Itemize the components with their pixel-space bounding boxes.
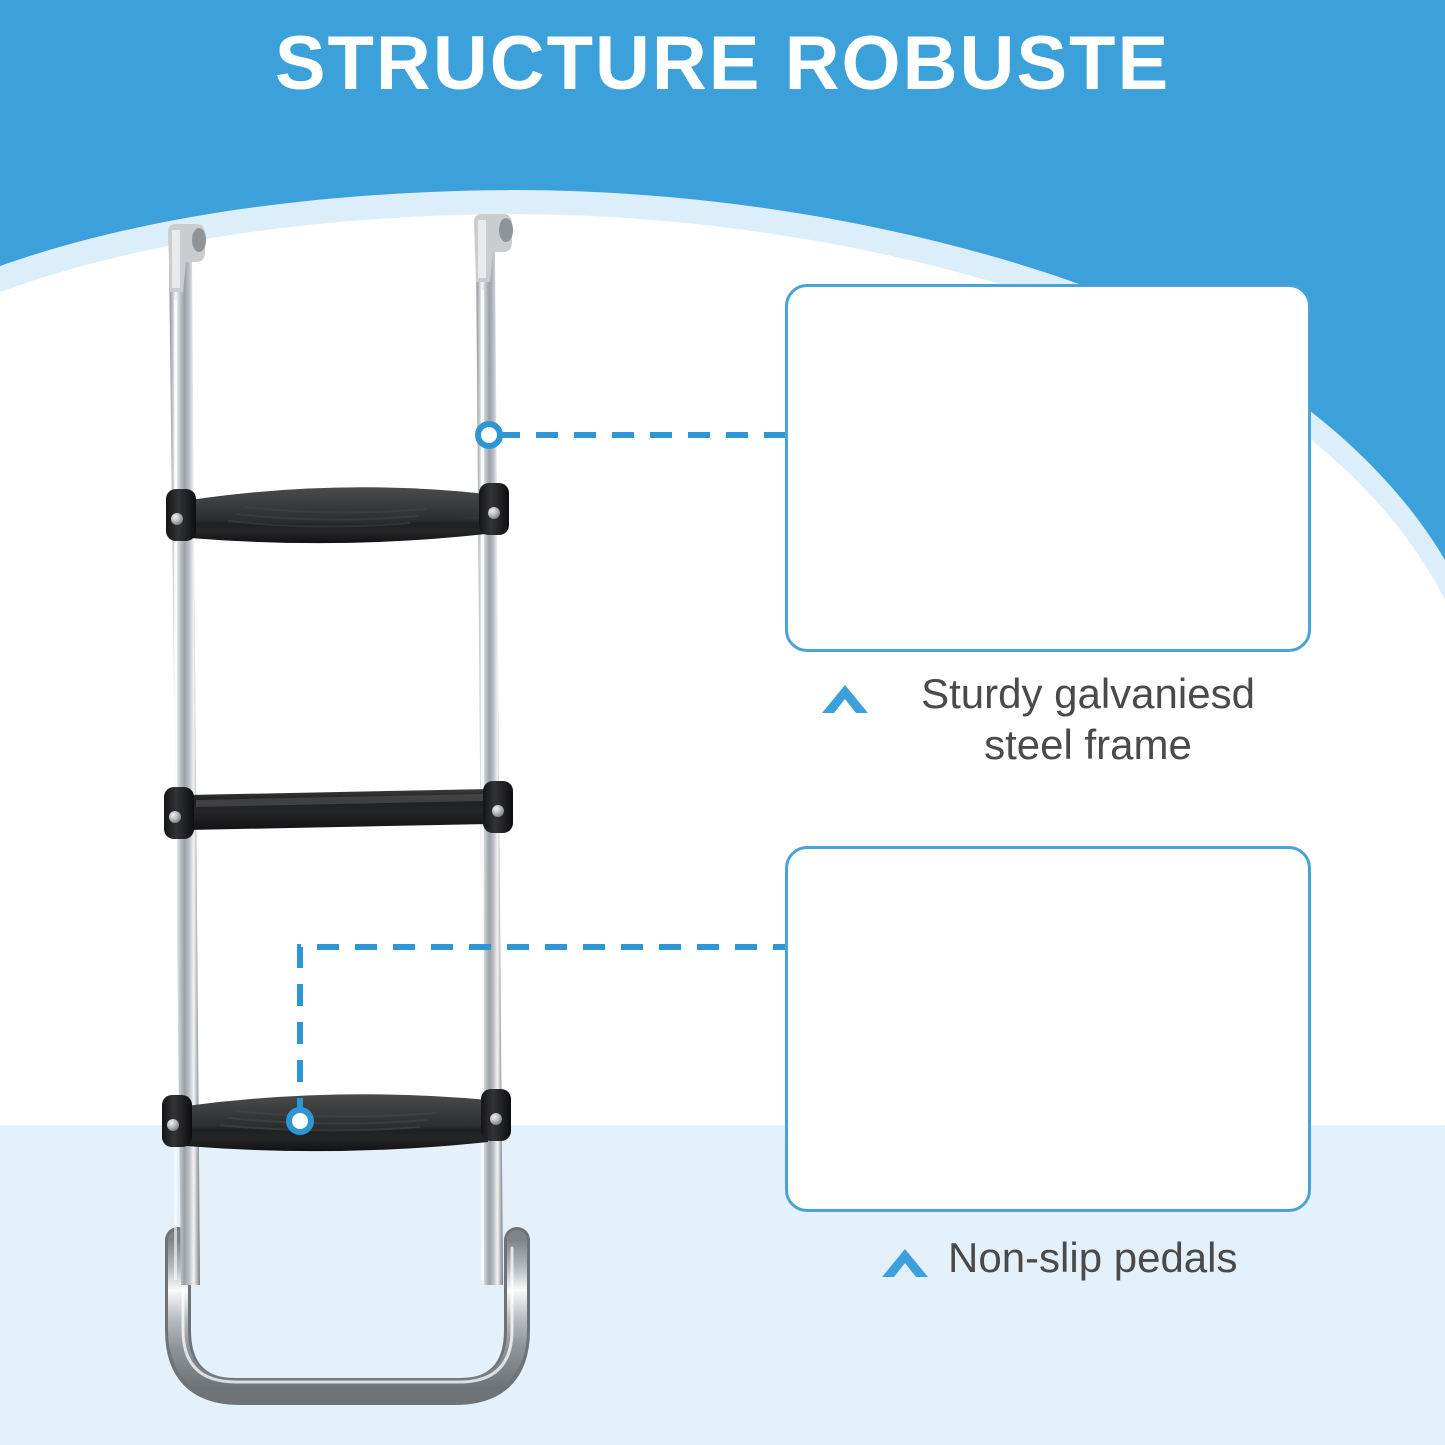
caption-line-2: steel frame <box>984 721 1192 769</box>
chevron-up-icon <box>882 1249 928 1277</box>
callout-box-steel-frame <box>785 284 1311 652</box>
chevron-up-icon <box>822 685 868 713</box>
caption-line-1: Sturdy galvaniesd <box>921 670 1255 717</box>
ladder-step-1 <box>166 483 509 544</box>
page-title: STRUCTURE ROBUSTE <box>274 21 1171 106</box>
ladder-step-3 <box>162 1089 511 1152</box>
ladder-illustration <box>162 214 530 1405</box>
caption-steel-frame-text: Sturdy galvaniesd steel frame <box>888 668 1288 770</box>
caption-steel-frame: Sturdy galvaniesd steel frame <box>820 668 1290 770</box>
callout-box-non-slip-pedal <box>785 846 1311 1212</box>
caption-non-slip-pedal-text: Non-slip pedals <box>948 1234 1238 1281</box>
header-band <box>0 0 1445 600</box>
caption-non-slip-pedal: Non-slip pedals <box>880 1232 1300 1283</box>
ladder-step-2 <box>164 781 513 839</box>
